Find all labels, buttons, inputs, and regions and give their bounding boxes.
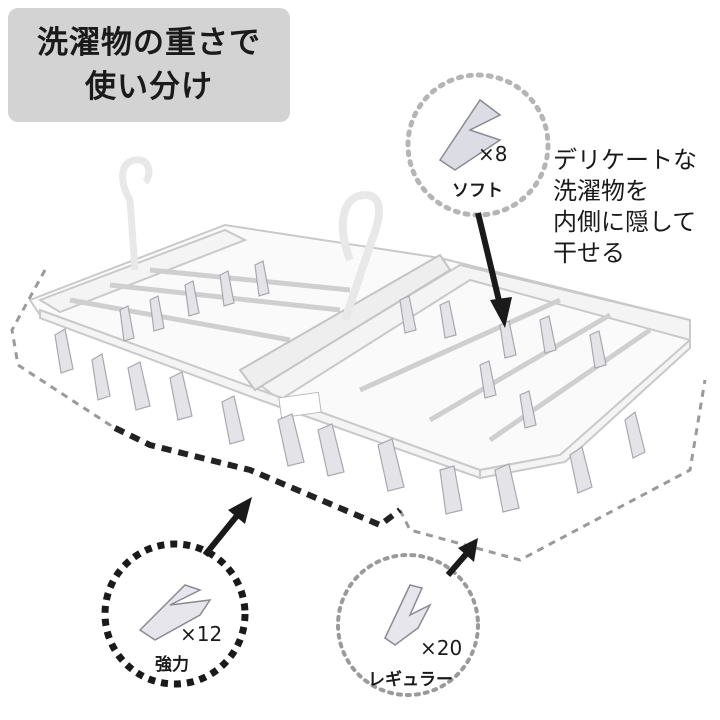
note-line: 干せる [553, 239, 625, 267]
soft-label: ソフト [452, 181, 503, 201]
note-line: 内側に隠して [553, 208, 697, 236]
regular-arrow-head [458, 538, 478, 562]
clip-pegs [54, 260, 646, 515]
title-line-2: 使い分け [85, 69, 213, 105]
strong-arrow-head [228, 497, 252, 524]
hook-left [119, 156, 153, 271]
note-line: 洗濯物を [553, 177, 649, 205]
strong-zone-outline [113, 425, 402, 529]
title-line-1: 洗濯物の重さで [37, 25, 261, 61]
regular-count: ×20 [420, 636, 463, 660]
strong-count: ×12 [180, 622, 223, 646]
label-tag [278, 391, 322, 419]
center-bar [238, 253, 452, 392]
strong-label: 強力 [155, 655, 189, 675]
strong-clip-icon [138, 584, 212, 641]
delicate-note: デリケートな 洗濯物を 内側に隠して 干せる [553, 145, 697, 269]
soft-arrow-shaft [475, 212, 503, 306]
strong-arrow-shaft [202, 510, 243, 557]
regular-clip-icon [384, 584, 432, 646]
title-box: 洗濯物の重さで 使い分け [8, 8, 290, 122]
hook-right [338, 190, 383, 322]
soft-count: ×8 [478, 142, 508, 166]
note-line: デリケートな [553, 146, 697, 174]
regular-label: レギュラー [368, 670, 453, 690]
outer-zone-outline [10, 269, 707, 562]
soft-arrow-head [490, 297, 512, 328]
soft-clip-icon [438, 98, 502, 171]
regular-arrow-shaft [445, 550, 471, 577]
